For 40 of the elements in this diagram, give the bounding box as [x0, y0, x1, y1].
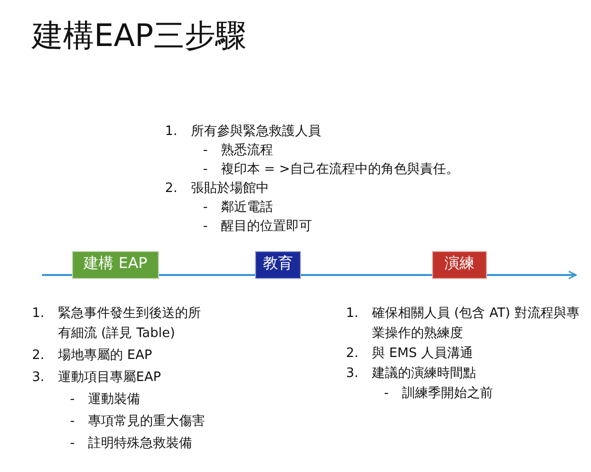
list-item-text: 緊急事件發生到後送的所有細流 (詳見 Table) — [58, 305, 202, 343]
list-item-text: 確保相關人員 (包含 AT) 對流程與專業操作的熟練度 — [372, 305, 580, 343]
timeline-line — [301, 274, 432, 276]
list-number: 3. — [346, 366, 358, 381]
list-number: 2. — [346, 346, 358, 361]
timeline-stage-box: 演練 — [432, 251, 487, 279]
bullet-dash: - — [203, 219, 208, 234]
list-number: 1. — [32, 306, 44, 321]
list-item-text: 建議的演練時間點 — [372, 365, 476, 383]
bullet-dash: - — [70, 436, 75, 451]
bullet-dash: - — [203, 143, 208, 158]
list-item-text: 張貼於場館中 — [191, 180, 269, 198]
timeline-line — [159, 274, 255, 276]
list-item-text: 專項常見的重大傷害 — [88, 413, 205, 431]
timeline-line — [42, 274, 72, 276]
list-item-text: 與 EMS 人員溝通 — [372, 345, 473, 363]
slide-title: 建構EAP三步驟 — [32, 18, 246, 56]
list-item-text: 場地專屬的 EAP — [58, 347, 152, 365]
list-item-text: 所有參與緊急救護人員 — [191, 123, 321, 141]
list-item-text: 鄰近電話 — [221, 199, 273, 217]
list-item-text: 複印本 = >自己在流程中的角色與責任。 — [221, 161, 460, 179]
list-number: 3. — [32, 370, 44, 385]
bullet-dash: - — [70, 392, 75, 407]
list-number: 1. — [165, 124, 178, 139]
list-number: 2. — [32, 348, 44, 363]
list-item-text: 註明特殊急救裝備 — [88, 435, 192, 453]
timeline-stage-box: 教育 — [255, 251, 301, 279]
list-item-text: 醒目的位置即可 — [221, 218, 312, 236]
list-item-text: 運動項目專屬EAP — [58, 369, 161, 387]
bullet-dash: - — [203, 200, 208, 215]
list-item-text: 訓練季開始之前 — [402, 385, 493, 403]
list-number: 2. — [165, 181, 178, 196]
list-item-text: 運動裝備 — [88, 391, 140, 409]
bullet-dash: - — [384, 386, 389, 401]
timeline-stage-box: 建構 EAP — [72, 251, 159, 279]
list-item-text: 熟悉流程 — [221, 142, 273, 160]
bullet-dash: - — [203, 162, 208, 177]
bullet-dash: - — [70, 414, 75, 429]
list-number: 1. — [346, 306, 358, 321]
timeline-line — [487, 270, 577, 280]
